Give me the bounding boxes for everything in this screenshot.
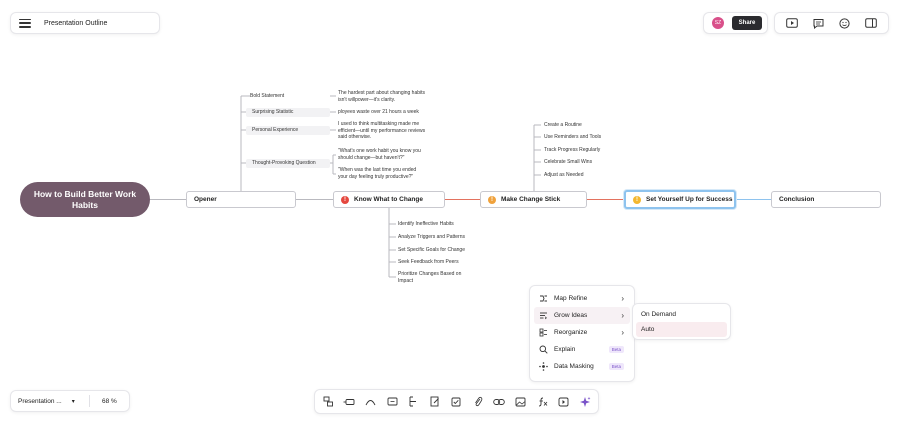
add-child-topic-icon[interactable] xyxy=(322,396,334,408)
comment-icon[interactable] xyxy=(812,17,824,29)
leaf-stick-1[interactable]: Create a Routine xyxy=(544,122,582,128)
link-opener-children xyxy=(240,95,250,191)
menu-item-explain[interactable]: Explain Beta xyxy=(534,341,630,358)
note-question-2[interactable]: "When was the last time you ended your d… xyxy=(338,167,417,180)
menu-item-label: Map Refine xyxy=(554,295,588,302)
zoom-level[interactable]: 68 % xyxy=(102,397,117,405)
callout-icon[interactable] xyxy=(386,396,398,408)
beta-badge: Beta xyxy=(608,363,624,370)
leaf-know-5[interactable]: Prioritize Changes Based on Impact xyxy=(398,271,462,284)
branch-know-what-to-change[interactable]: ! Know What to Change xyxy=(333,191,445,208)
warning-icon: ! xyxy=(633,195,641,204)
link-stick-children xyxy=(533,124,541,191)
branch-conclusion[interactable]: Conclusion xyxy=(771,191,881,208)
leaf-personal-experience[interactable]: Personal Experience xyxy=(246,126,330,135)
leaf-stick-3[interactable]: Track Progress Regularly xyxy=(544,147,601,153)
chevron-right-icon: › xyxy=(621,294,624,303)
branch-opener[interactable]: Opener xyxy=(186,191,296,208)
explain-icon xyxy=(539,345,548,354)
branch-label: Conclusion xyxy=(779,196,815,203)
caret-down-icon: ▾ xyxy=(71,398,75,405)
submenu-item-on-demand[interactable]: On Demand xyxy=(641,311,677,318)
menu-item-label: Grow Ideas xyxy=(554,312,588,319)
grow-ideas-icon xyxy=(539,311,548,320)
leaf-stick-4[interactable]: Celebrate Small Wins xyxy=(544,159,593,165)
add-sibling-topic-icon[interactable] xyxy=(343,396,355,408)
link-icon[interactable] xyxy=(493,396,506,408)
branch-set-yourself-up[interactable]: ! Set Yourself Up for Success xyxy=(624,190,736,209)
note-icon[interactable] xyxy=(429,396,441,408)
template-select[interactable]: Presentation ... ▾ xyxy=(11,398,89,405)
template-select-label: Presentation ... xyxy=(18,397,62,405)
formula-icon[interactable] xyxy=(536,396,548,408)
leaf-know-3[interactable]: Set Specific Goals for Change xyxy=(398,247,465,253)
mindmap-root-node[interactable]: How to Build Better Work Habits xyxy=(20,182,150,217)
menu-item-label: Explain xyxy=(554,346,576,353)
menu-item-data-masking[interactable]: Data Masking Beta xyxy=(534,358,630,375)
note-personal-experience[interactable]: I used to think multitasking made me eff… xyxy=(338,121,426,140)
warning-icon: ! xyxy=(341,195,349,204)
document-title[interactable]: Presentation Outline xyxy=(44,19,108,27)
panel-icon[interactable] xyxy=(865,17,877,29)
grow-ideas-submenu: On Demand Auto xyxy=(632,303,731,340)
leaf-know-1[interactable]: Identify Ineffective Habits xyxy=(398,221,454,227)
video-icon[interactable] xyxy=(557,396,569,408)
emoji-icon[interactable] xyxy=(839,17,851,29)
leaf-know-2[interactable]: Analyze Triggers and Patterns xyxy=(398,234,465,240)
relationship-icon[interactable] xyxy=(365,396,377,408)
menu-item-grow-ideas[interactable]: Grow Ideas › xyxy=(534,307,630,324)
menu-item-reorganize[interactable]: Reorganize › xyxy=(534,324,630,341)
menu-item-label: Reorganize xyxy=(554,329,588,336)
link-opener-notes xyxy=(330,95,336,175)
chevron-right-icon: › xyxy=(621,311,624,320)
attachment-icon[interactable] xyxy=(472,396,484,408)
leaf-stick-2[interactable]: Use Reminders and Tools xyxy=(544,134,602,140)
menu-item-map-refine[interactable]: Map Refine › xyxy=(534,290,630,307)
divider xyxy=(89,395,90,407)
reorganize-icon xyxy=(539,328,548,337)
note-bold-statement[interactable]: The hardest part about changing habits i… xyxy=(338,90,426,103)
document-header: Presentation Outline xyxy=(10,12,160,34)
note-question-1[interactable]: "What's one work habit you know you shou… xyxy=(338,148,421,161)
chevron-right-icon: › xyxy=(621,328,624,337)
view-tools xyxy=(774,12,889,34)
insert-toolbar xyxy=(314,389,599,414)
branch-label: Opener xyxy=(194,196,217,203)
image-icon[interactable] xyxy=(515,396,527,408)
branch-label: Know What to Change xyxy=(354,196,423,203)
warning-icon: ! xyxy=(488,195,496,204)
ai-sparkle-icon[interactable] xyxy=(579,396,591,408)
note-surprising-statistic[interactable]: ployees waste over 21 hours a week xyxy=(338,109,419,115)
data-masking-icon xyxy=(539,362,548,371)
beta-badge: Beta xyxy=(608,346,624,353)
leaf-surprising-statistic[interactable]: Surprising Statistic xyxy=(246,108,330,117)
map-refine-icon xyxy=(539,294,548,303)
menu-item-label: Data Masking xyxy=(554,363,594,370)
leaf-know-4[interactable]: Seek Feedback from Peers xyxy=(398,259,459,265)
play-icon[interactable] xyxy=(786,17,798,29)
branch-label: Set Yourself Up for Success xyxy=(646,196,733,203)
leaf-thought-provoking-question[interactable]: Thought-Provoking Question xyxy=(246,159,330,168)
submenu-item-auto[interactable]: Auto xyxy=(636,322,727,337)
hamburger-menu-icon[interactable] xyxy=(19,18,31,28)
link-know-children xyxy=(388,208,396,278)
ai-context-menu: Map Refine › Grow Ideas › Reorganize › E… xyxy=(529,285,635,382)
branch-label: Make Change Stick xyxy=(501,196,561,203)
leaf-stick-5[interactable]: Adjust as Needed xyxy=(544,172,584,178)
share-button[interactable]: Share xyxy=(732,16,762,30)
leaf-bold-statement[interactable]: Bold Statement xyxy=(250,93,285,99)
user-avatar[interactable]: SZ xyxy=(712,17,724,29)
share-panel: SZ Share xyxy=(703,12,768,34)
branch-make-change-stick[interactable]: ! Make Change Stick xyxy=(480,191,587,208)
summary-icon[interactable] xyxy=(408,396,420,408)
template-zoom-panel: Presentation ... ▾ 68 % xyxy=(10,390,130,412)
checkbox-icon[interactable] xyxy=(450,396,462,408)
